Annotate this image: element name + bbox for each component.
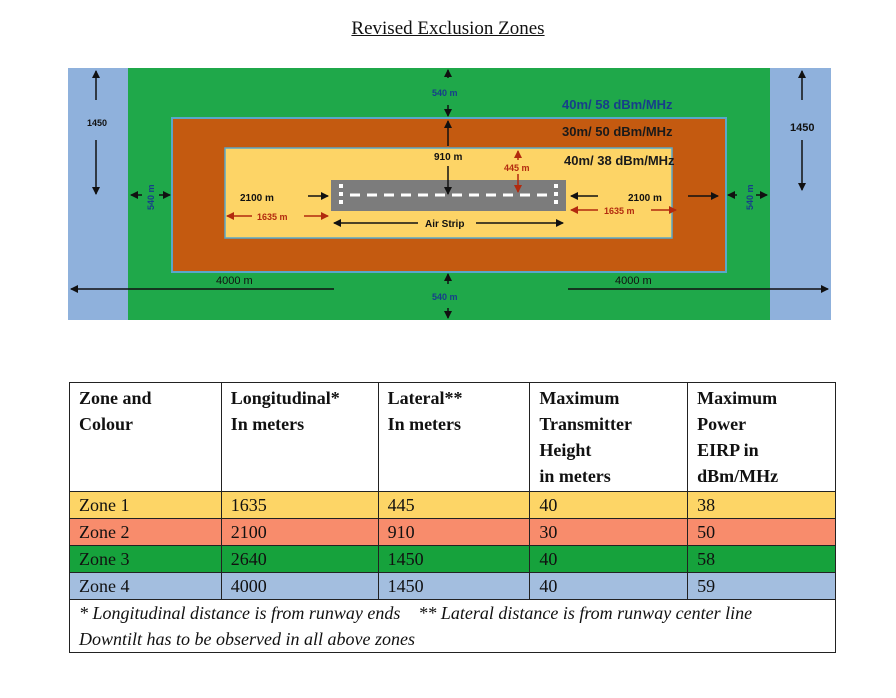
cell-lateral: 445 [377,491,531,519]
label-1635-left: 1635 m [257,212,288,222]
zone-4-right-band [770,68,831,320]
zone-2-label: 30m/ 50 dBm/MHz [562,124,673,139]
cell-longitudinal: 2640 [220,545,379,573]
table-row: Zone 1 1635 445 40 38 [69,491,836,519]
header-longitudinal: Longitudinal*In meters [220,382,379,492]
zone-3-label: 40m/ 58 dBm/MHz [562,97,673,112]
label-2100-left: 2100 m [240,193,274,204]
zone-4-left-band [68,68,128,320]
top-540-label: 540 m [432,88,458,98]
table-row: Zone 4 4000 1450 40 59 [69,572,836,600]
label-4000-left: 4000 m [216,275,253,287]
left-1450-label: 1450 [87,118,107,128]
cell-height: 30 [529,518,689,546]
table-row: Zone 3 2640 1450 40 58 [69,545,836,573]
cell-power: 58 [687,545,836,573]
cell-power: 59 [687,572,836,600]
left-540-label: 540 m [146,184,156,210]
cell-longitudinal: 2100 [220,518,379,546]
page-title: Revised Exclusion Zones [351,18,545,39]
cell-longitudinal: 1635 [220,491,379,519]
table-footnote: * Longitudinal distance is from runway e… [69,599,836,653]
cell-lateral: 1450 [377,545,531,573]
footnote-line-2: Downtilt has to be observed in all above… [79,629,415,649]
cell-zone: Zone 2 [69,518,222,546]
cell-height: 40 [529,572,689,600]
header-lateral: Lateral**In meters [377,382,531,492]
cell-height: 40 [529,545,689,573]
cell-lateral: 910 [377,518,531,546]
cell-lateral: 1450 [377,572,531,600]
footnote-line-1: * Longitudinal distance is from runway e… [79,603,753,623]
right-540-label: 540 m [745,184,755,210]
cell-power: 50 [687,518,836,546]
right-1450-label: 1450 [790,122,814,134]
cell-power: 38 [687,491,836,519]
label-4000-right: 4000 m [615,275,652,287]
label-2100-right: 2100 m [628,193,662,204]
bottom-540-label: 540 m [432,292,458,302]
label-airstrip: Air Strip [425,219,464,230]
cell-zone: Zone 3 [69,545,222,573]
cell-zone: Zone 4 [69,572,222,600]
cell-zone: Zone 1 [69,491,222,519]
label-1635-right: 1635 m [604,206,635,216]
label-445: 445 m [504,163,530,173]
cell-longitudinal: 4000 [220,572,379,600]
exclusion-zone-diagram: 40m/ 58 dBm/MHz 30m/ 50 dBm/MHz 40m/ 38 … [68,68,831,320]
zone-1-label: 40m/ 38 dBm/MHz [564,153,675,168]
cell-height: 40 [529,491,689,519]
table-row: Zone 2 2100 910 30 50 [69,518,836,546]
table-footnote-row: * Longitudinal distance is from runway e… [69,599,836,653]
label-910: 910 m [434,152,462,163]
